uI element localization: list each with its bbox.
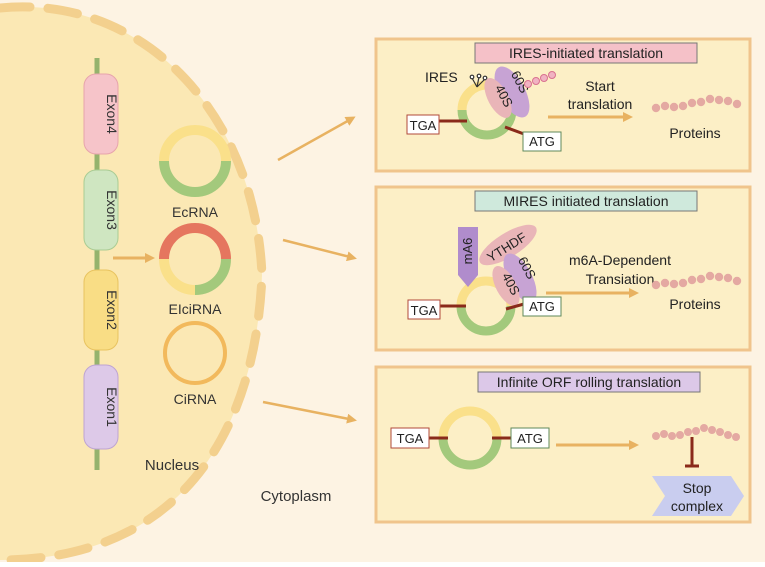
- panel-orf: Infinite ORF rolling translation TGA ATG…: [374, 365, 752, 524]
- panel-mires-action-line2: Transiation: [586, 271, 655, 287]
- exon-1-label: Exon1: [104, 387, 120, 427]
- exon-4-label: Exon4: [104, 94, 120, 134]
- eicirna-label: EIciRNA: [169, 301, 223, 317]
- exon-2: Exon2: [83, 269, 120, 351]
- ecrna-label: EcRNA: [172, 204, 219, 220]
- exon-1: Exon1: [83, 364, 120, 450]
- panel-mires-start-codon: ATG: [529, 299, 555, 314]
- exon-2-label: Exon2: [104, 290, 120, 330]
- m6a-marker-label: mA6: [460, 238, 475, 265]
- nucleus-region: [0, 6, 262, 560]
- panel-orf-start-codon: ATG: [517, 431, 543, 446]
- panel-ires-title: IRES-initiated translation: [509, 45, 663, 61]
- panel-mires-protein-chain: [651, 271, 742, 290]
- panel-orf-stop-codon: TGA: [397, 431, 424, 446]
- panel-mires-product: Proteins: [669, 296, 720, 312]
- ribosome-40s-body-2: [492, 266, 520, 306]
- panel-mires: MIRES initiated translation mA6 YTHDF 60…: [374, 185, 752, 352]
- panel-mires-title: MIRES initiated translation: [504, 193, 669, 209]
- ires-label: IRES: [425, 69, 458, 85]
- panel-mires-title-box: [474, 190, 698, 212]
- panel-mires-stop-codon: TGA: [411, 303, 438, 318]
- nascent-peptide: [524, 71, 556, 88]
- panel-ires-start-codon: ATG: [529, 134, 555, 149]
- ribosome-40s-body: [484, 78, 512, 118]
- nucleus-label: Nucleus: [145, 457, 199, 474]
- panel-ires-product: Proteins: [669, 125, 720, 141]
- panel-orf-protein-chain: [652, 424, 740, 441]
- stop-complex-line1: Stop: [683, 480, 712, 496]
- panel-mires-frame: [374, 185, 752, 352]
- panel-ires-action-line2: translation: [568, 96, 633, 112]
- panel-mires-action-line1: m6A-Dependent: [569, 252, 671, 268]
- ythdf-body: [479, 224, 537, 266]
- stop-complex-shape: [652, 476, 744, 516]
- panel-ires-title-box: [474, 42, 698, 64]
- cirna-label: CiRNA: [174, 391, 217, 407]
- cirna-ring: [163, 321, 227, 385]
- cytoplasm-label: Cytoplasm: [261, 488, 332, 505]
- exon-4: Exon4: [83, 73, 120, 155]
- export-arrow-top: [277, 116, 356, 162]
- ribosome-60s-body: [494, 66, 530, 118]
- panel-ires-action-line1: Start: [585, 78, 615, 94]
- stop-complex-line2: complex: [671, 498, 723, 514]
- panel-ires-stop-codon: TGA: [410, 118, 437, 133]
- export-arrow-middle: [282, 238, 357, 262]
- stop-blocker-icon: [685, 437, 699, 468]
- panel-ires-protein-chain: [651, 94, 742, 113]
- panel-orf-title: Infinite ORF rolling translation: [497, 374, 681, 390]
- m6a-marker-shape: [458, 227, 478, 287]
- ribosome-60s-body-2: [503, 253, 537, 303]
- eicirna-ring: [159, 223, 231, 295]
- exon-3: Exon3: [83, 169, 120, 251]
- panel-orf-title-box: [477, 371, 701, 393]
- nucleus-membrane: [0, 2, 267, 565]
- exon-3-label: Exon3: [104, 190, 120, 230]
- export-arrow-bottom: [262, 400, 357, 424]
- panel-ires: IRES-initiated translation IRES 60S 40S …: [374, 37, 752, 173]
- ecrna-ring: [159, 125, 231, 197]
